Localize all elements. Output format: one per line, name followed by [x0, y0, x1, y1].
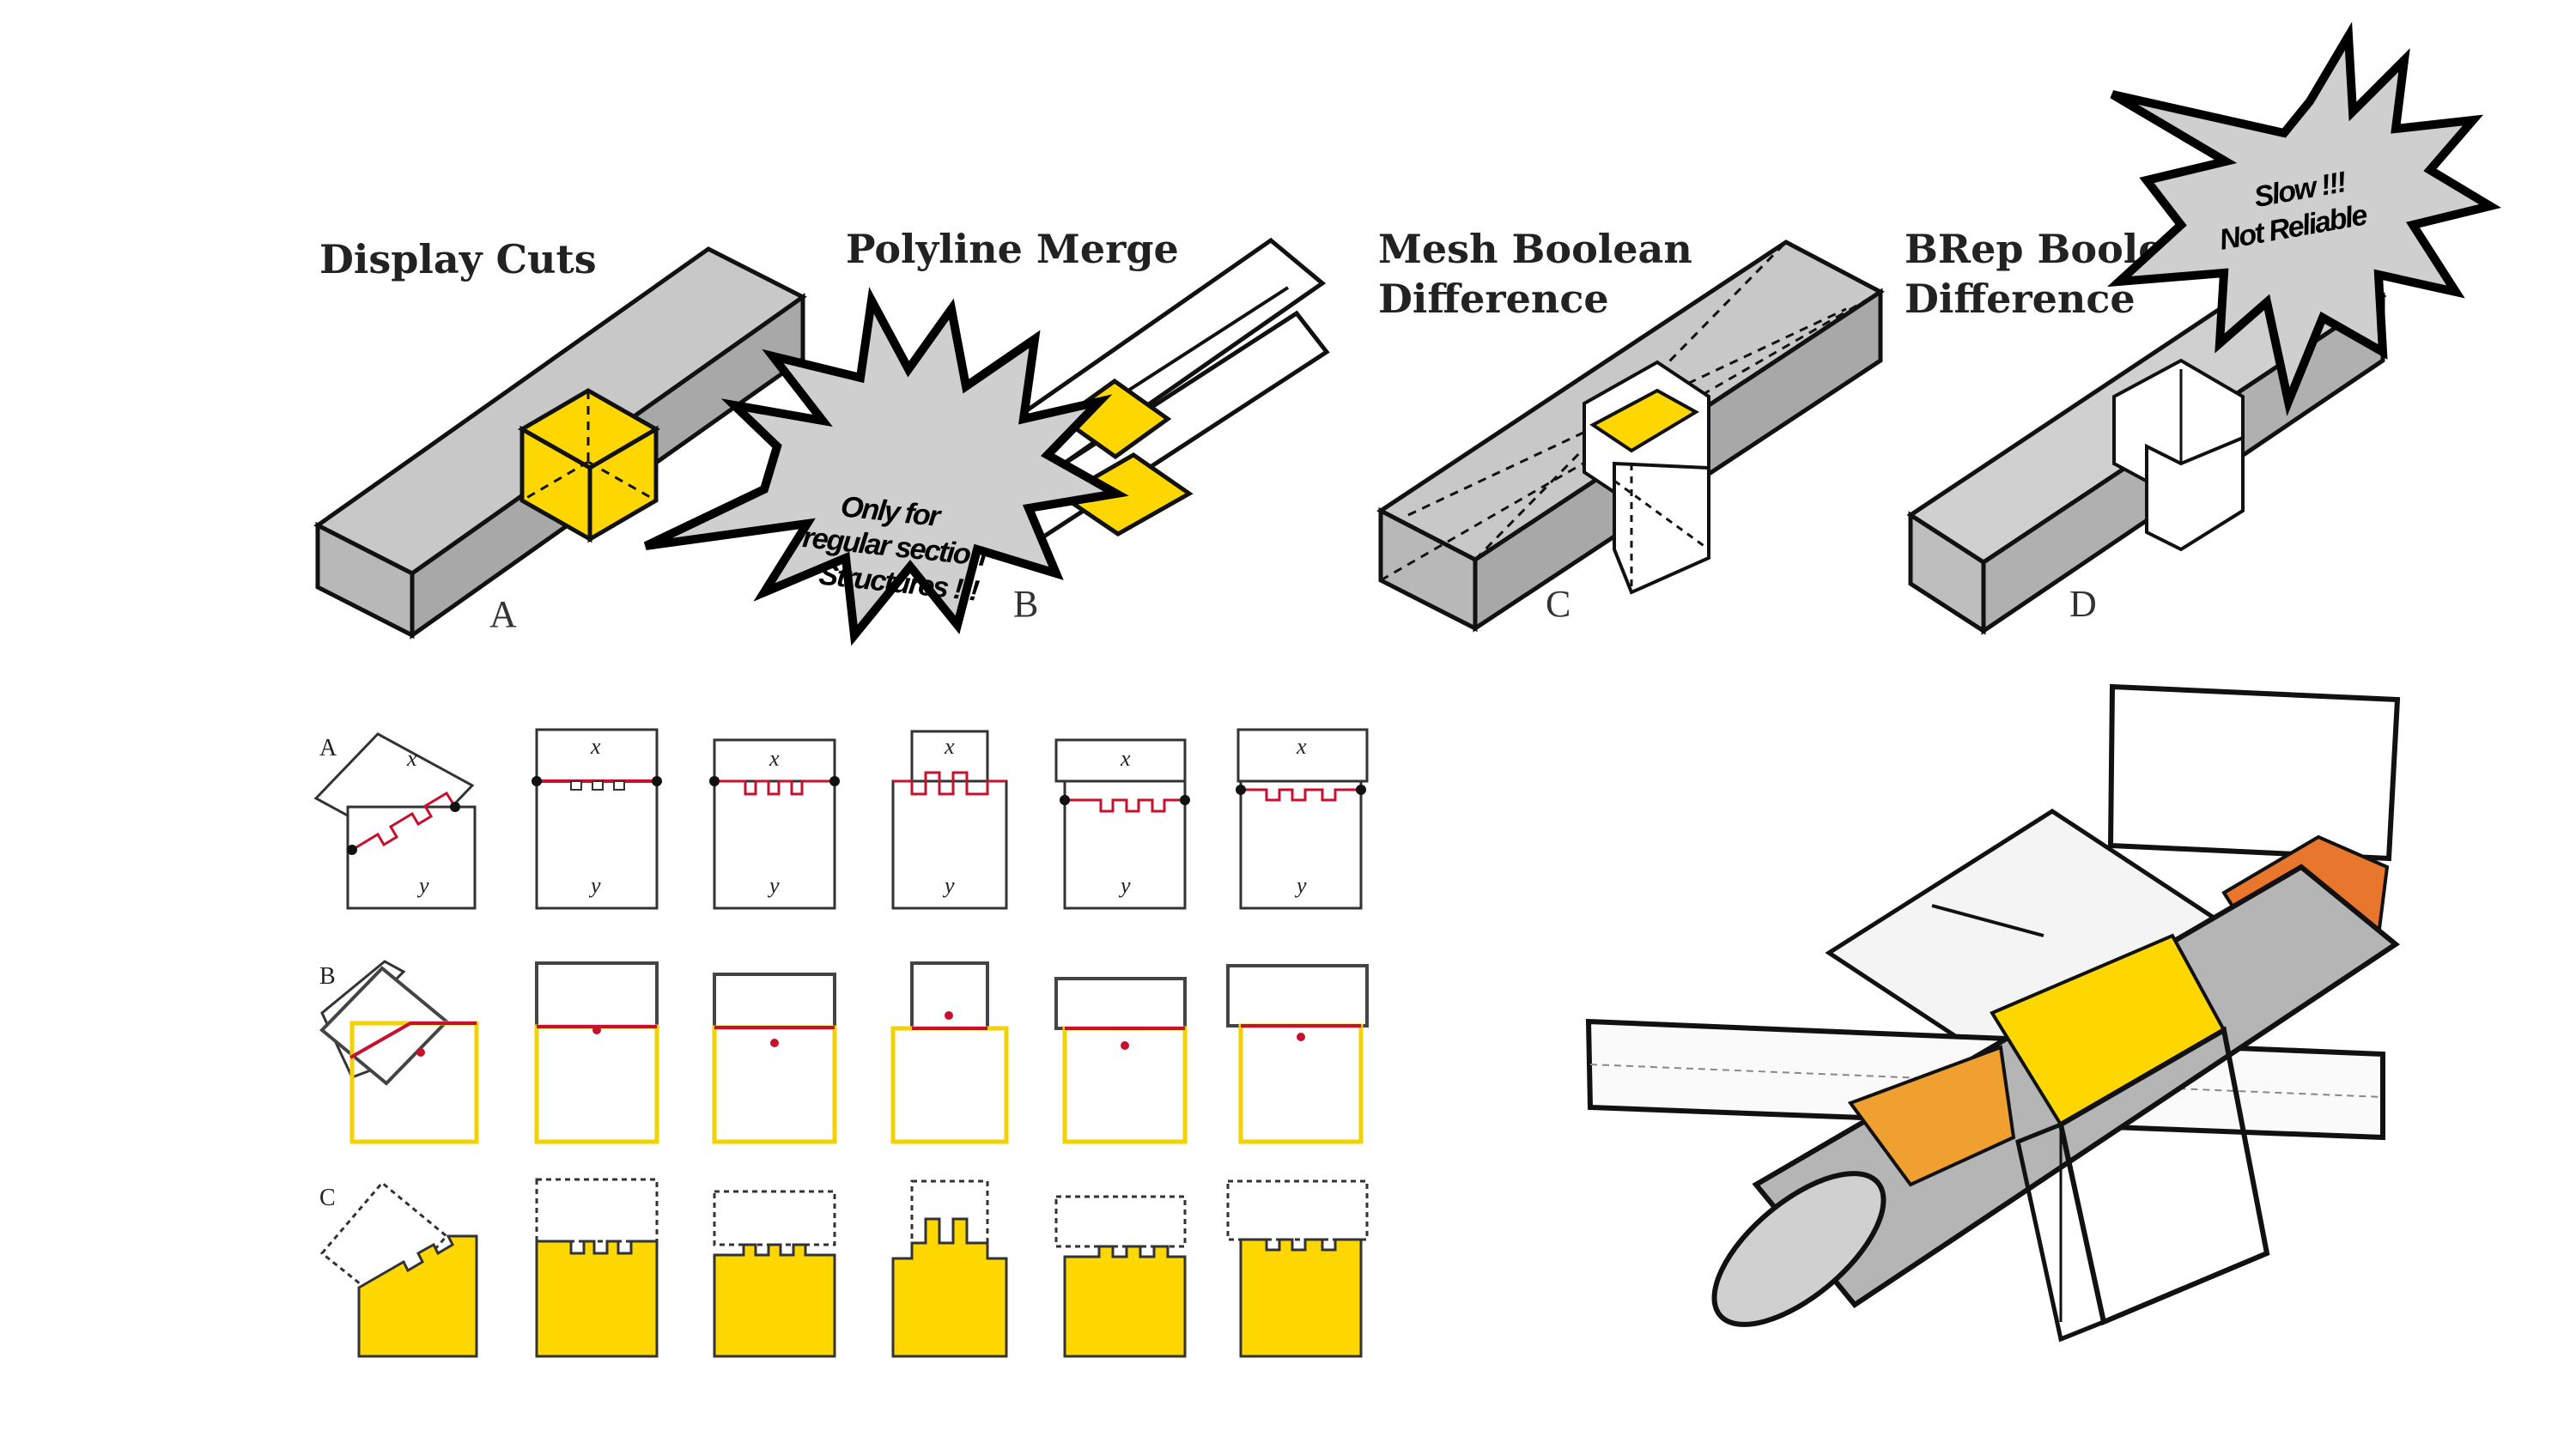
- svg-text:x: x: [769, 746, 780, 771]
- cell-b2: [534, 961, 659, 1144]
- panel-d-caption: D: [2069, 583, 2097, 625]
- row-label-a: A: [319, 735, 337, 761]
- cell-b5: [1054, 977, 1188, 1144]
- cell-a4: x y: [891, 730, 1008, 910]
- panel-c-title-line2: Difference: [1378, 276, 1609, 322]
- orange-band-front: [1847, 1045, 2016, 1187]
- panel-b-title: Polyline Merge: [846, 226, 1179, 272]
- row-label-b: B: [319, 963, 336, 990]
- svg-text:y: y: [1294, 873, 1307, 898]
- svg-text:y: y: [588, 873, 601, 898]
- svg-text:y: y: [1118, 873, 1131, 898]
- cell-c1: [319, 1180, 478, 1358]
- panel-c-mesh-boolean: Mesh Boolean Difference C: [1376, 226, 1885, 633]
- cell-b4: [890, 961, 1009, 1144]
- svg-text:x: x: [590, 734, 601, 759]
- panel-a-title: Display Cuts: [319, 236, 597, 282]
- svg-text:x: x: [1120, 746, 1131, 771]
- cell-a2: x y: [532, 728, 662, 910]
- joint-3d-render: [1585, 683, 2401, 1343]
- svg-text:y: y: [416, 873, 429, 898]
- svg-text:x: x: [1296, 734, 1307, 759]
- svg-text:x: x: [406, 746, 417, 771]
- cell-a5: x y: [1054, 738, 1190, 910]
- cell-a6: x y: [1236, 728, 1369, 910]
- svg-text:x: x: [944, 734, 955, 759]
- cell-a3: x y: [709, 738, 840, 910]
- cell-a1: x y: [313, 732, 477, 910]
- burst-shape-left: [643, 287, 1129, 646]
- cell-c5: [1054, 1195, 1187, 1358]
- cell-c3: [713, 1190, 836, 1358]
- cell-b1: [319, 960, 479, 1144]
- svg-text:y: y: [767, 873, 780, 898]
- panel-c-title-line1: Mesh Boolean: [1378, 226, 1692, 272]
- panel-a-caption: A: [489, 593, 517, 635]
- cell-b6: [1226, 964, 1369, 1144]
- row-label-c: C: [319, 1185, 336, 1211]
- svg-text:y: y: [942, 873, 955, 898]
- warning-burst-slow: Slow !!! Not Reliable: [2106, 21, 2502, 416]
- mesh-yellow-cut: [1589, 388, 1699, 453]
- cylinder-end-cap: [1711, 1171, 1886, 1327]
- burst-shape-right: [2106, 21, 2502, 416]
- joint-matrix: A B C x y x y: [313, 728, 1369, 1358]
- cell-c4: [891, 1179, 1008, 1358]
- panel-a-display-cuts: Display Cuts A: [313, 236, 807, 640]
- panel-b-caption: B: [1013, 583, 1038, 625]
- cell-c6: [1226, 1179, 1369, 1358]
- cell-b3: [712, 973, 837, 1144]
- panel-d-title-line2: Difference: [1905, 276, 2136, 322]
- panel-c-caption: C: [1546, 583, 1571, 625]
- upper-box: [2107, 683, 2401, 862]
- cell-c2: [535, 1178, 659, 1358]
